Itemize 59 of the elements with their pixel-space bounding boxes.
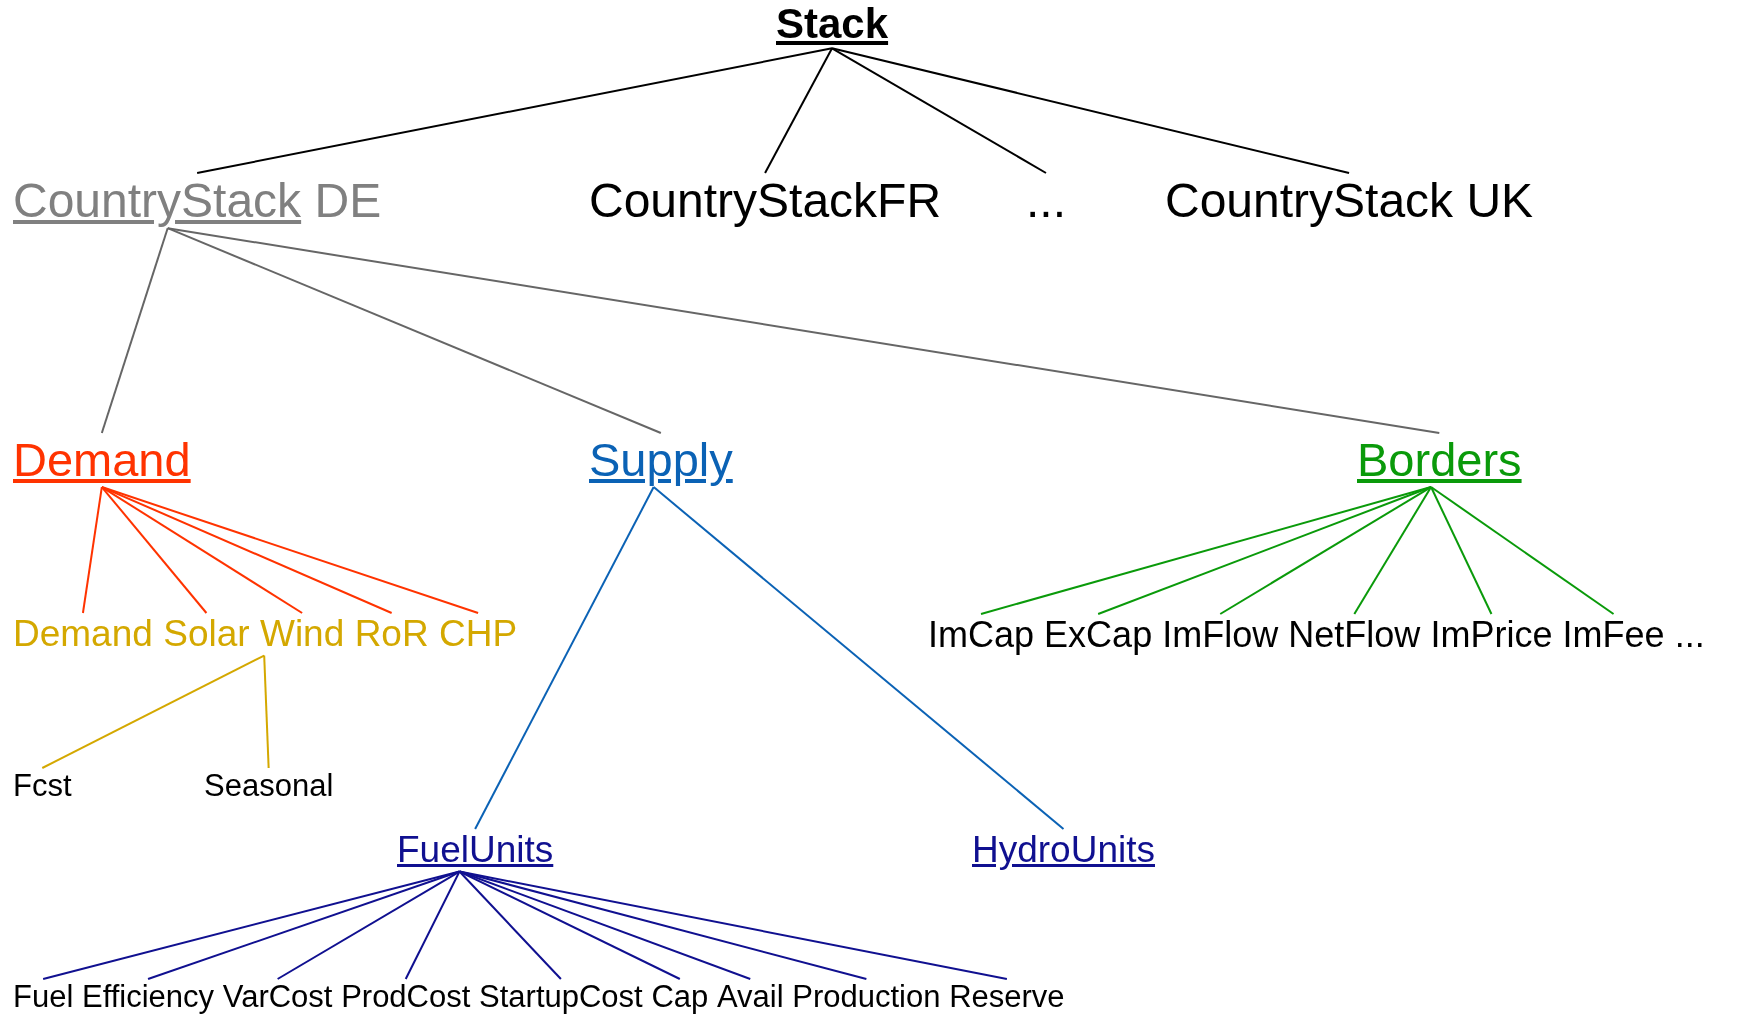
node-label: CountryStack — [13, 173, 302, 229]
node-label: Demand — [13, 613, 153, 656]
connector-line — [1430, 486, 1615, 615]
connector-line — [831, 47, 1351, 174]
connector-line — [166, 227, 662, 434]
node-label: ExCap — [1044, 614, 1153, 656]
node-label: NetFlow — [1288, 614, 1421, 656]
node-label: VarCost — [222, 979, 333, 1015]
connector-line — [100, 486, 208, 614]
node-label: ImCap — [928, 614, 1035, 656]
connector-line — [458, 870, 1008, 980]
node-label: ProdCost — [341, 979, 471, 1015]
connector-line — [474, 486, 655, 830]
node-label: Supply — [589, 433, 733, 488]
connector-line — [263, 654, 270, 769]
connector-line — [41, 654, 266, 769]
connector-line — [764, 47, 834, 174]
node-label: CountryStack UK — [1165, 173, 1534, 229]
node-label: ... — [1026, 173, 1066, 229]
node-label: Solar — [163, 613, 250, 656]
connector-line — [196, 47, 834, 174]
connector-line — [1353, 486, 1433, 615]
node-label: FuelUnits — [397, 829, 554, 872]
node-label: Demand — [13, 433, 191, 488]
connector-line — [404, 870, 461, 980]
node-label: CountryStackFR — [589, 173, 942, 229]
connector-line — [980, 486, 1433, 615]
node-label: Borders — [1357, 433, 1522, 488]
ellipsis-label: ... — [1674, 614, 1705, 656]
node-label: Avail — [716, 979, 784, 1015]
node-label: ImPrice — [1430, 614, 1553, 656]
node-label: Fuel — [13, 979, 74, 1015]
node-label: StartupCost — [479, 979, 643, 1015]
node-label: Cap — [651, 979, 709, 1015]
connector-line — [100, 486, 480, 614]
connector-line — [652, 486, 1065, 830]
node-label: ImFlow — [1162, 614, 1279, 656]
node-label: Seasonal — [204, 768, 334, 804]
node-label: Production — [792, 979, 941, 1015]
node-label: Wind — [259, 613, 345, 656]
node-label: Reserve — [949, 979, 1065, 1015]
connector-line — [276, 870, 461, 980]
connector-line — [100, 486, 304, 614]
connector-line — [147, 870, 461, 980]
node-label: HydroUnits — [972, 829, 1155, 872]
connector-line — [100, 227, 169, 434]
connector-line — [166, 227, 1441, 434]
node-label: Fcst — [13, 768, 72, 804]
connector-line — [1219, 486, 1433, 615]
node-label: Efficiency — [82, 979, 215, 1015]
node-label: RoR — [354, 613, 429, 656]
node-label: DE — [314, 173, 382, 229]
connector-line — [81, 486, 103, 614]
connector-line — [831, 47, 1047, 174]
connector-line — [1430, 486, 1493, 615]
node-label: ImFee — [1562, 614, 1665, 656]
root-label: Stack — [776, 0, 889, 49]
node-label: CHP — [439, 613, 518, 656]
connector-line — [458, 870, 562, 980]
